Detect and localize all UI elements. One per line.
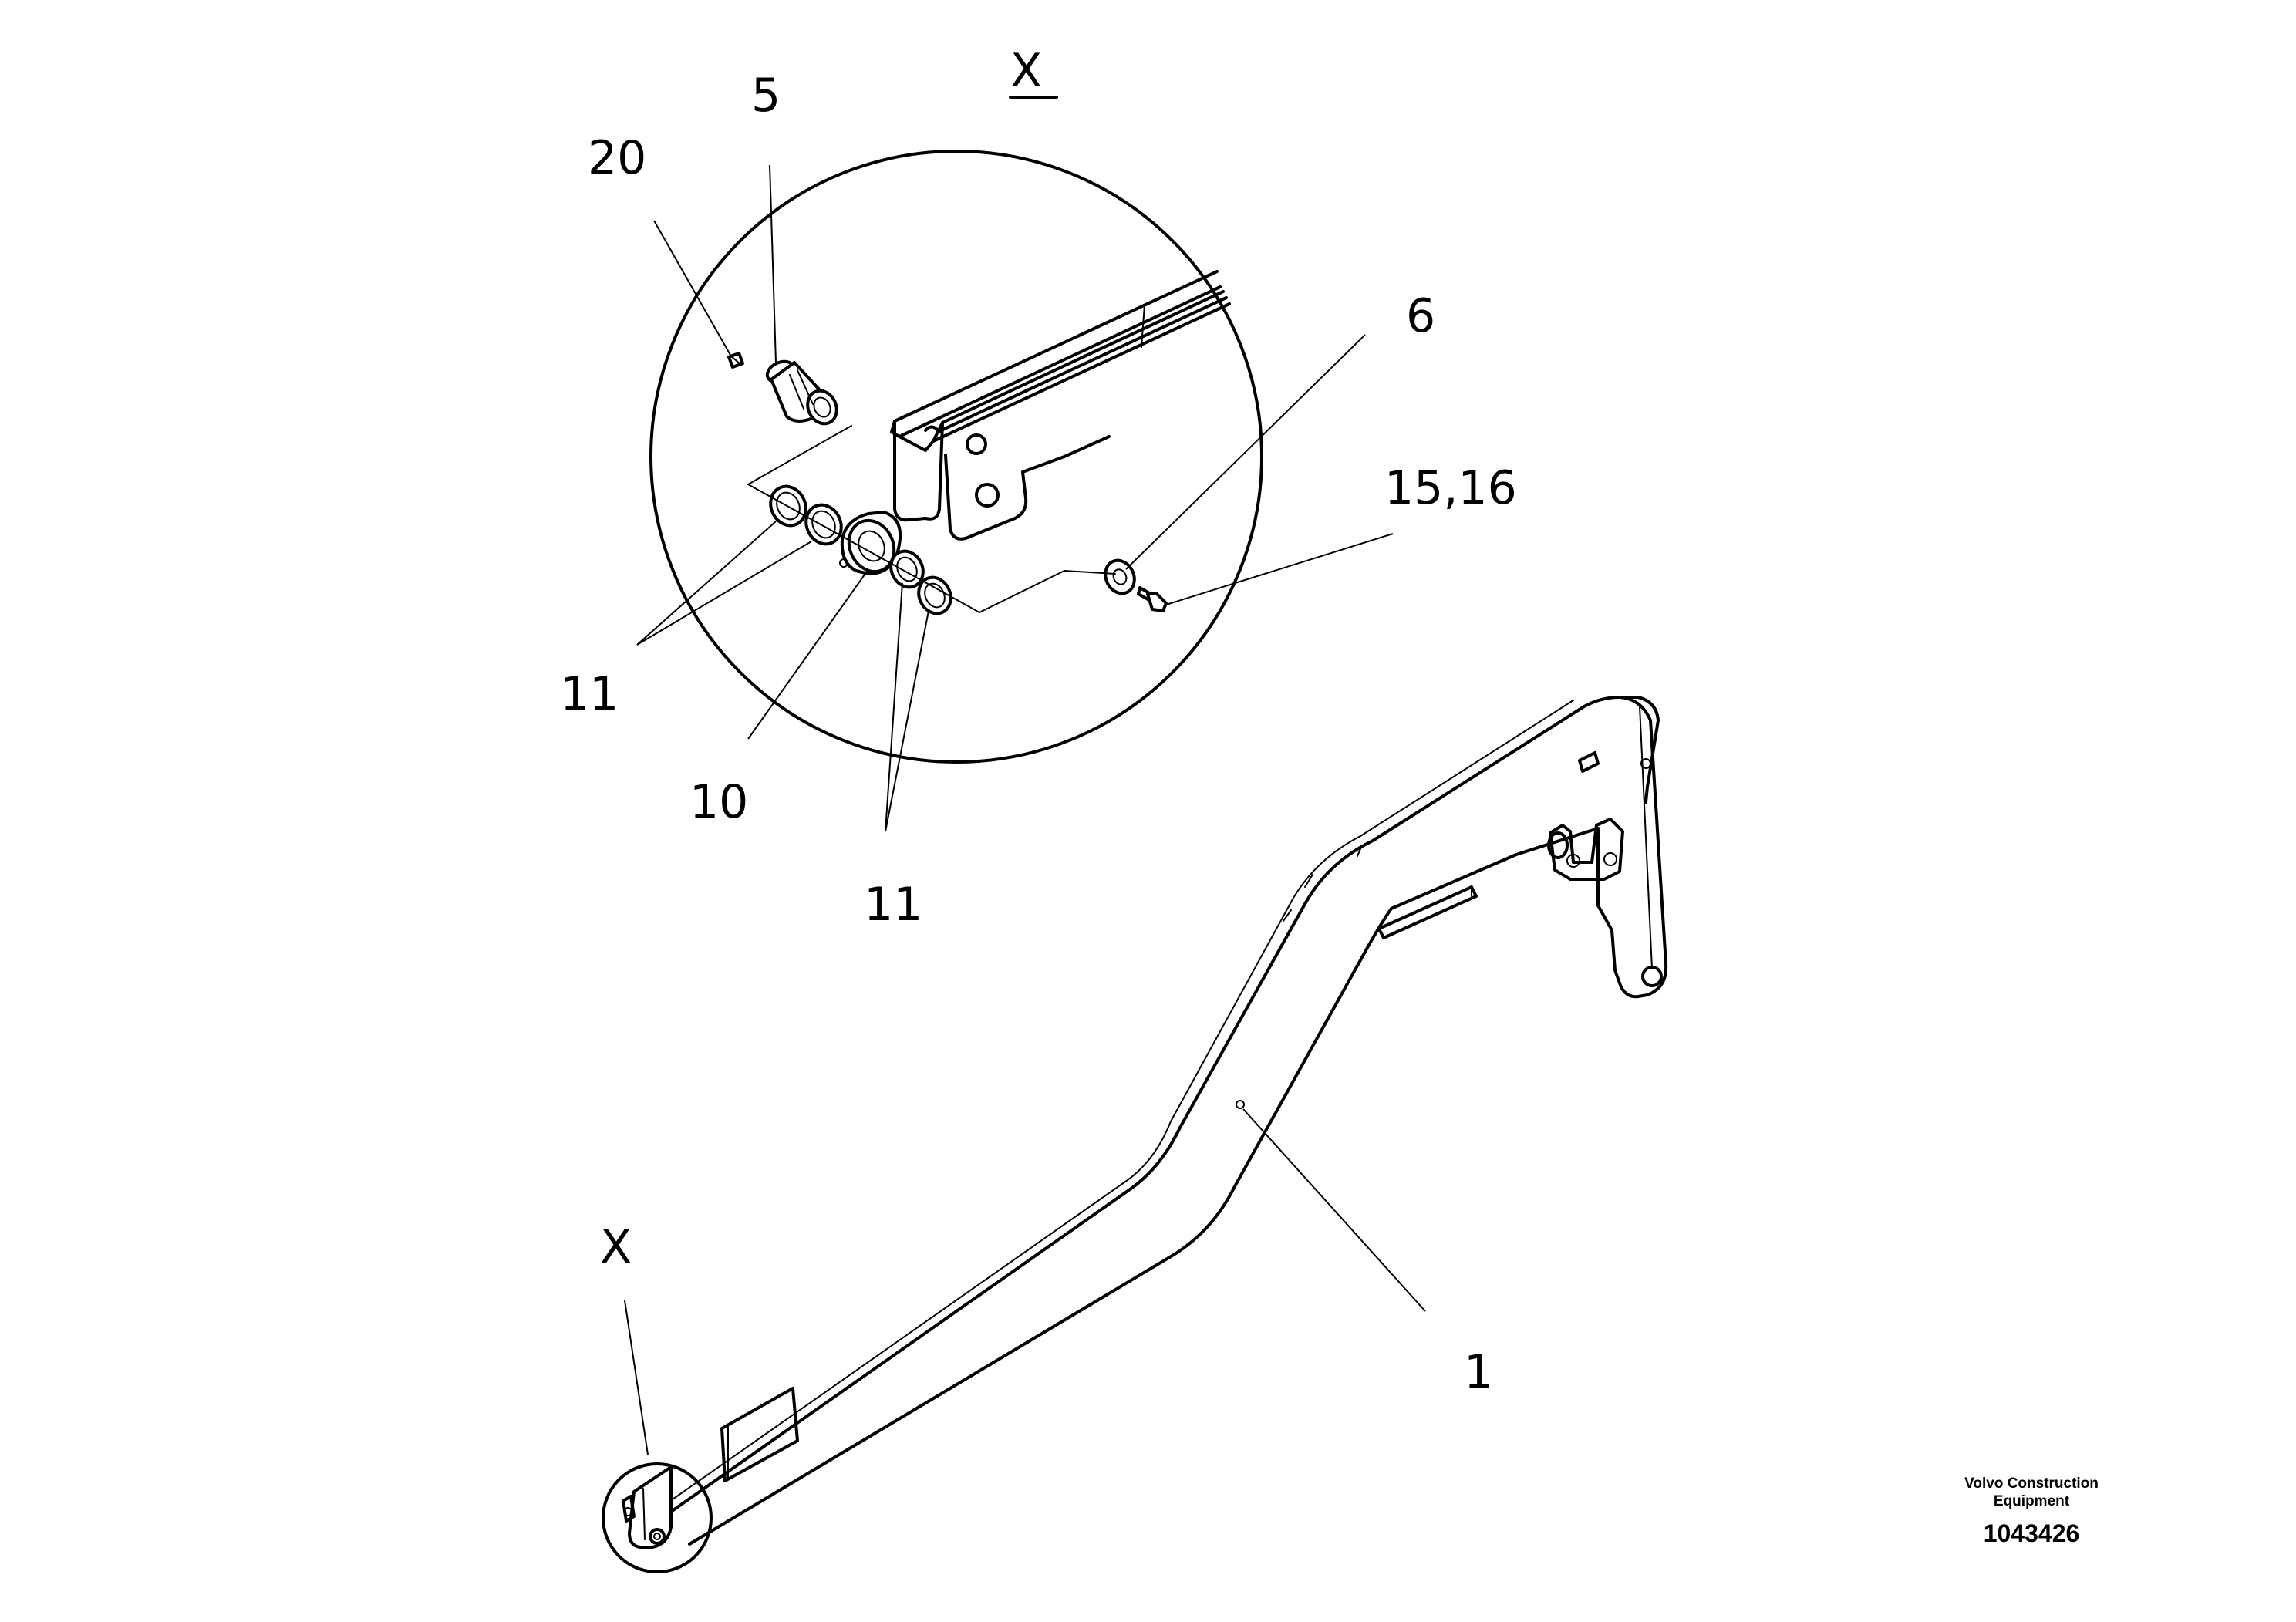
assembly-lines [747,425,1116,613]
callout-1: 1 [1464,1345,1493,1399]
footer-brand: Volvo Construction Equipment 1043426 [1964,1475,2099,1547]
brand-line-1: Volvo Construction [1964,1475,2099,1492]
callout-6: 6 [1406,289,1435,343]
view-marker-x: X [600,1220,632,1274]
bushing-part-5 [765,359,838,426]
seal-rings-part-11-right [889,549,952,615]
document-number: 1043426 [1984,1519,2080,1547]
callout-11-bottom: 11 [864,878,922,932]
detail-circle [649,150,1263,764]
boom-arm-part-1 [622,696,1668,1549]
callout-10: 10 [689,775,748,829]
detail-view-x: X [560,44,1517,932]
leader-x-marker [624,1300,649,1455]
grease-nipple-part-20 [727,352,744,369]
callout-20: 20 [588,131,646,185]
detail-arm-end [890,270,1231,541]
leader-part-1 [1242,1108,1426,1312]
callout-15-16: 15,16 [1384,461,1517,515]
detail-title: X [1010,44,1042,98]
callout-5: 5 [751,69,781,123]
seal-rings-part-11-left [769,484,843,546]
brand-line-2: Equipment [1994,1493,2070,1509]
leader-lines-detail [636,164,1394,832]
detail-marker-circle [602,1462,713,1573]
callout-11-left: 11 [560,667,619,721]
screw-part-15-16 [1137,586,1168,612]
